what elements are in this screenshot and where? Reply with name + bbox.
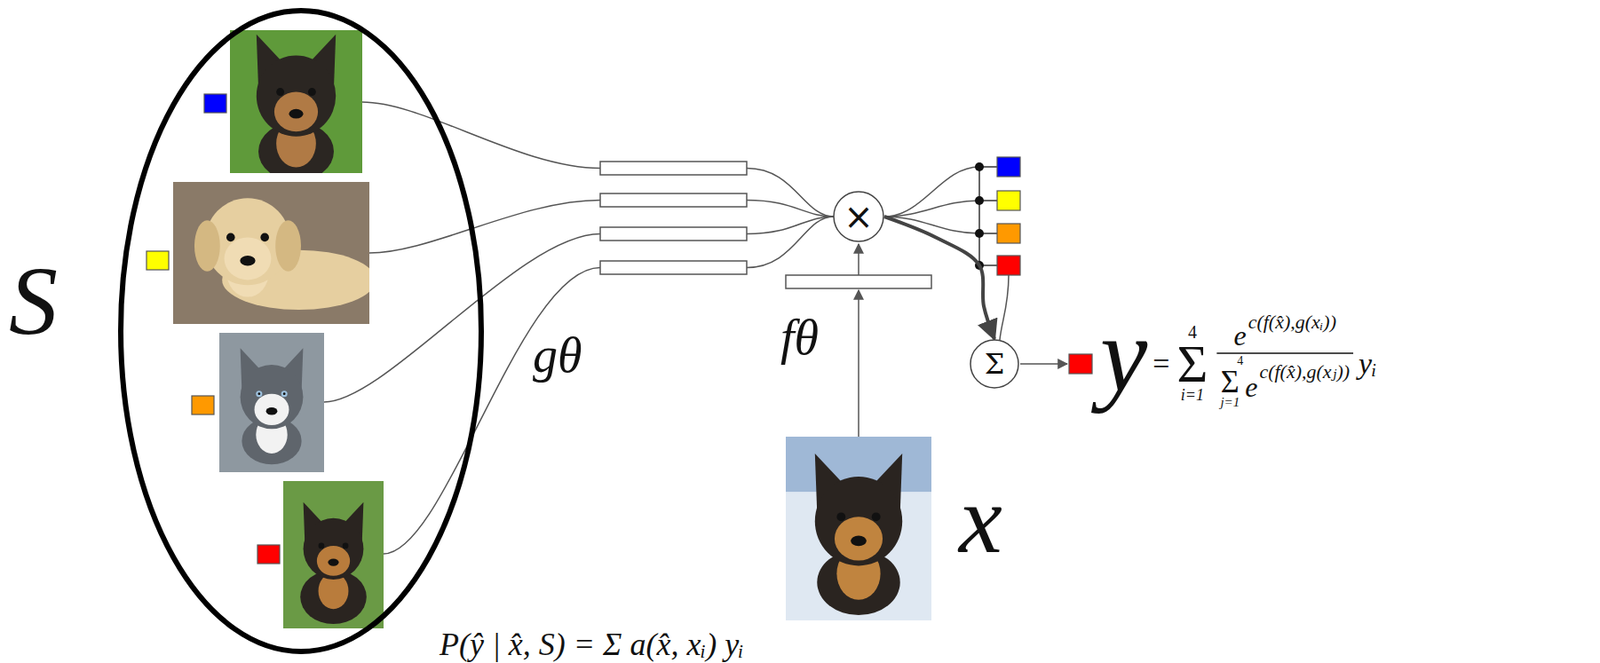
- formula-term: Σ: [1176, 337, 1208, 391]
- dog-eye: [318, 543, 325, 550]
- junction-dot: [974, 196, 984, 206]
- dog-eye: [308, 87, 317, 96]
- dog-pupil: [283, 392, 286, 396]
- embedding-bar: [600, 261, 747, 275]
- formula-term: =: [1152, 348, 1170, 380]
- label-swatch: [997, 255, 1021, 276]
- dog-photo: [173, 182, 370, 325]
- embedding-wire: [324, 234, 601, 404]
- operator-symbol: Σ: [984, 349, 1006, 379]
- label-swatch: [257, 545, 280, 564]
- junction-dot: [974, 229, 984, 238]
- dog-eye: [281, 390, 288, 397]
- label-swatch: [1069, 354, 1093, 374]
- dog-muzzle: [834, 516, 883, 561]
- support-set-ellipse: S: [117, 7, 485, 656]
- dog-eye: [836, 512, 846, 522]
- dog-head: [256, 55, 336, 136]
- dog-nose: [288, 109, 303, 119]
- embedding-arrow: [857, 244, 860, 276]
- node-outline: [117, 7, 485, 656]
- dog-photo: [229, 30, 363, 174]
- similarity-wire: [884, 200, 980, 217]
- operator-symbol: ×: [843, 198, 874, 235]
- similarity-wire: [884, 166, 980, 217]
- formula-term: yᵢ: [1358, 348, 1377, 380]
- dog-muzzle: [316, 546, 350, 577]
- photo-background: [283, 481, 384, 629]
- sum-wire: [978, 166, 981, 266]
- dog-nose: [327, 559, 339, 567]
- dog-head: [815, 476, 903, 566]
- dog-eye: [276, 87, 285, 96]
- embedding-wire: [746, 200, 834, 218]
- similarity-wire: [884, 216, 980, 234]
- product-circle: ×: [832, 190, 885, 243]
- embedding-bar: [600, 227, 747, 241]
- embedding-wire: [746, 216, 834, 235]
- formula-term: y: [1100, 301, 1148, 409]
- formula-term: e: [1244, 372, 1258, 402]
- label-swatch: [204, 94, 227, 113]
- sum-circle: Σ: [969, 339, 1020, 389]
- dog-muzzle: [254, 394, 290, 426]
- output-arrow: [1020, 363, 1068, 365]
- dog-eye: [255, 390, 262, 397]
- dog-ear: [194, 220, 221, 272]
- dog-photo: [283, 481, 384, 629]
- set-name: S: [8, 252, 58, 350]
- label-swatch: [997, 190, 1021, 211]
- embedding-wire: [369, 200, 601, 254]
- dog-pupil: [257, 392, 261, 396]
- dog-photo: [219, 332, 325, 473]
- embedding-bar: [600, 193, 747, 207]
- embedding-arrow: [857, 290, 860, 437]
- formula-exponent: c(f(x̂),g(xᵢ)): [1248, 312, 1337, 333]
- weighted-sum-connector: [884, 216, 995, 340]
- dog-nose: [850, 535, 867, 547]
- dog-nose: [239, 255, 255, 267]
- label-swatch: [997, 223, 1021, 244]
- dog-muzzle: [274, 92, 318, 133]
- photo-background: [785, 436, 932, 621]
- sum-wire: [999, 275, 1009, 341]
- dog-photo: [785, 436, 932, 621]
- dog-eye: [342, 543, 349, 550]
- dog-eye: [260, 233, 270, 243]
- formula-limit: i=1: [1180, 387, 1204, 404]
- photo-background: [229, 30, 363, 174]
- embedding-wire: [746, 168, 834, 218]
- dog-head: [240, 364, 304, 429]
- dog-ear: [275, 220, 301, 272]
- label-swatch: [146, 251, 169, 270]
- formula-term: e: [1233, 321, 1246, 350]
- dog-eye: [226, 233, 236, 243]
- embedding-wire: [746, 216, 834, 269]
- probability-formula: P(ŷ | x̂, S) = Σ a(x̂, xᵢ) yᵢ: [439, 628, 745, 661]
- encoder-name: gθ: [532, 330, 583, 381]
- photo-background: [219, 332, 325, 473]
- dog-head: [303, 518, 365, 580]
- label-swatch: [997, 157, 1021, 177]
- label-swatch: [191, 396, 214, 415]
- ellipse-outline: [120, 10, 482, 652]
- formula-limit: j=1: [1219, 396, 1240, 410]
- circle-outline: [833, 191, 884, 242]
- query-name: x: [958, 470, 1003, 569]
- formula-term: Σ: [1220, 365, 1240, 398]
- fraction-bar: [1216, 352, 1354, 355]
- circle-outline: [970, 340, 1019, 389]
- dog-nose: [266, 407, 278, 415]
- dog-eye: [871, 512, 881, 522]
- embedding-wire: [383, 268, 601, 555]
- encoder-name: fθ: [780, 312, 819, 363]
- junction-dot: [974, 162, 984, 172]
- embedding-bar: [600, 161, 747, 175]
- formula-exponent: c(f(x̂),g(xⱼ)): [1259, 362, 1350, 382]
- embedding-bar: [785, 275, 932, 289]
- embedding-wire: [362, 102, 601, 169]
- dog-muzzle: [224, 237, 272, 280]
